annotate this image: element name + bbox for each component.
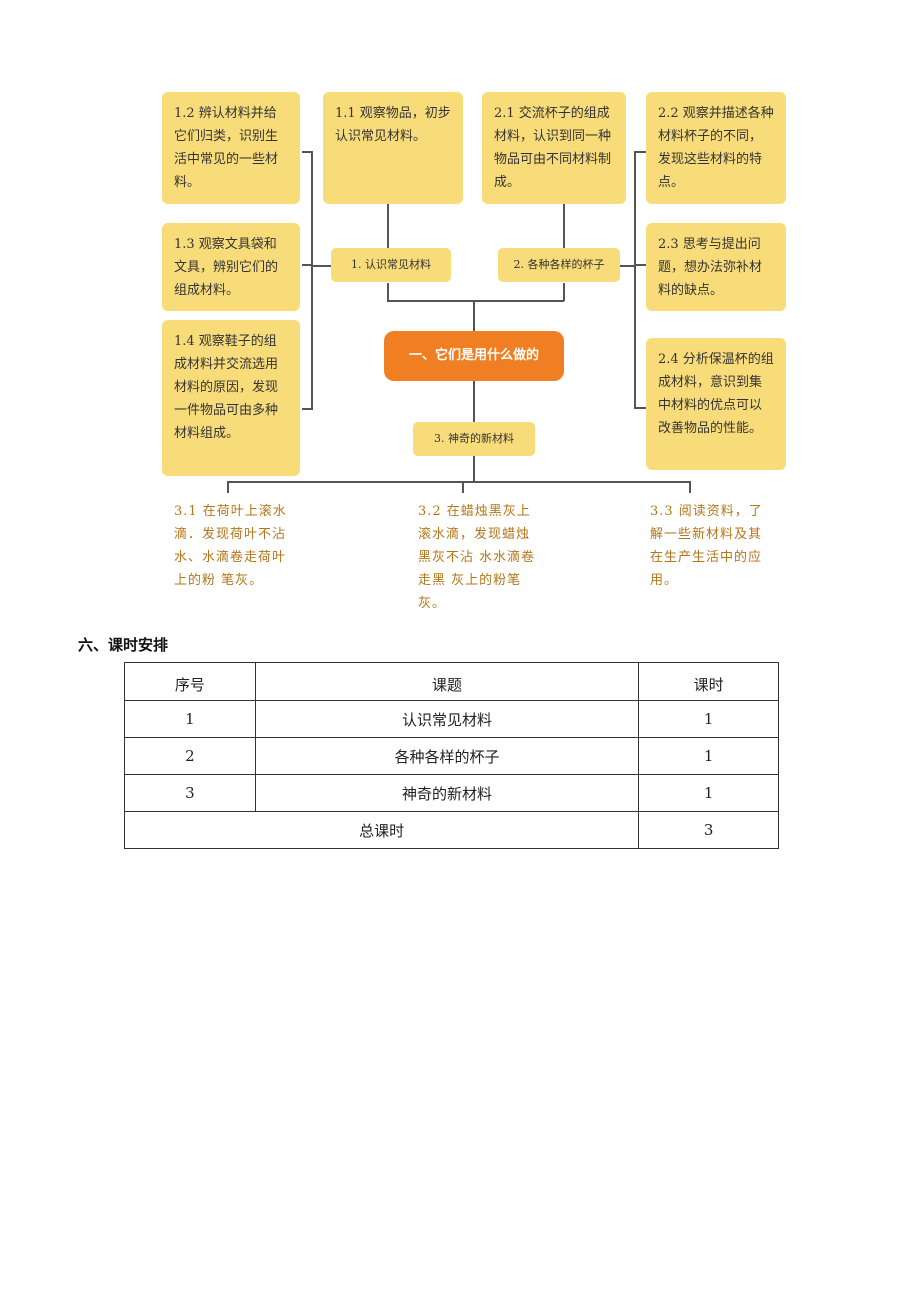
schedule-table: 序号 课题 课时 1 认识常见材料 1 2 各种各样的杯子 1 3 神奇的新材料… — [123, 662, 779, 849]
cell-topic: 各种各样的杯子 — [254, 737, 640, 775]
total-value: 3 — [638, 811, 779, 849]
connector — [473, 301, 475, 331]
table-row: 1 认识常见材料 1 — [124, 700, 779, 738]
header-hours: 课时 — [638, 662, 779, 701]
cell-hours: 1 — [638, 774, 779, 812]
connector — [473, 454, 475, 482]
connector — [462, 481, 464, 493]
box-1-3: 1.3 观察文具袋和文具，辨别它们的组成材料。 — [162, 223, 300, 311]
connector — [634, 151, 648, 153]
table-row: 3 神奇的新材料 1 — [124, 774, 779, 812]
table-row: 2 各种各样的杯子 1 — [124, 737, 779, 775]
cell-index: 2 — [124, 737, 256, 775]
header-topic: 课题 — [254, 662, 640, 701]
box-2-1: 2.1 交流杯子的组成材料，认识到同一种物品可由不同材料制成。 — [482, 92, 626, 204]
table-total-row: 总课时 3 — [123, 811, 779, 849]
connector — [311, 265, 331, 267]
connector — [387, 283, 389, 301]
header-index: 序号 — [124, 662, 256, 701]
node-2-various-cups: 2. 各种各样的杯子 — [498, 248, 620, 282]
leaf-3-1: 3.1 在荷叶上滚水滴．发现荷叶不沾水、水滴卷走荷叶上的粉 笔灰。 — [174, 504, 287, 588]
connector — [619, 265, 635, 267]
cell-index: 3 — [124, 774, 256, 812]
connector — [634, 264, 648, 266]
cell-topic: 认识常见材料 — [254, 700, 640, 738]
connector — [302, 408, 312, 410]
connector — [387, 203, 389, 248]
connector — [387, 300, 564, 302]
cell-index: 1 — [124, 700, 256, 738]
box-2-4: 2.4 分析保温杯的组成材料，意识到集中材料的优点可以改善物品的性能。 — [646, 338, 786, 470]
box-1-4: 1.4 观察鞋子的组成材料并交流选用材料的原因，发现一件物品可由多种材料组成。 — [162, 320, 300, 476]
box-2-2: 2.2 观察并描述各种材料杯子的不同，发现这些材料的特点。 — [646, 92, 786, 204]
leaf-3-2: 3.2 在蜡烛黑灰上滚水滴，发现蜡烛黑灰不沾 水水滴卷走黑 灰上的粉笔灰。 — [418, 504, 536, 611]
box-2-3: 2.3 思考与提出问题，想办法弥补材料的缺点。 — [646, 223, 786, 311]
root-node: 一、它们是用什么做的 — [384, 331, 564, 381]
connector — [563, 283, 565, 301]
connector — [302, 264, 312, 266]
total-label: 总课时 — [123, 811, 640, 849]
connector — [634, 151, 636, 408]
cell-topic: 神奇的新材料 — [254, 774, 640, 812]
concept-map: 1.2 辨认材料并给它们归类，识别生活中常见的一些材料。 1.3 观察文具袋和文… — [160, 88, 790, 628]
connector — [473, 381, 475, 422]
node-1-common-materials: 1. 认识常见材料 — [331, 248, 451, 282]
cell-hours: 1 — [638, 737, 779, 775]
box-1-2: 1.2 辨认材料并给它们归类，识别生活中常见的一些材料。 — [162, 92, 300, 204]
connector — [227, 481, 229, 493]
box-1-1: 1.1 观察物品，初步认识常见材料。 — [323, 92, 463, 204]
leaf-3-3: 3.3 阅读资料，了解一些新材料及其在生产生活中的应用。 — [650, 504, 763, 588]
table-header-row: 序号 课题 课时 — [124, 662, 779, 701]
cell-hours: 1 — [638, 700, 779, 738]
connector — [563, 203, 565, 248]
node-3-new-materials: 3. 神奇的新材料 — [413, 422, 535, 456]
connector — [302, 151, 312, 153]
connector — [227, 481, 691, 483]
section-title: 六、课时安排 — [78, 636, 169, 654]
connector — [311, 151, 313, 410]
connector — [634, 407, 648, 409]
connector — [689, 481, 691, 493]
